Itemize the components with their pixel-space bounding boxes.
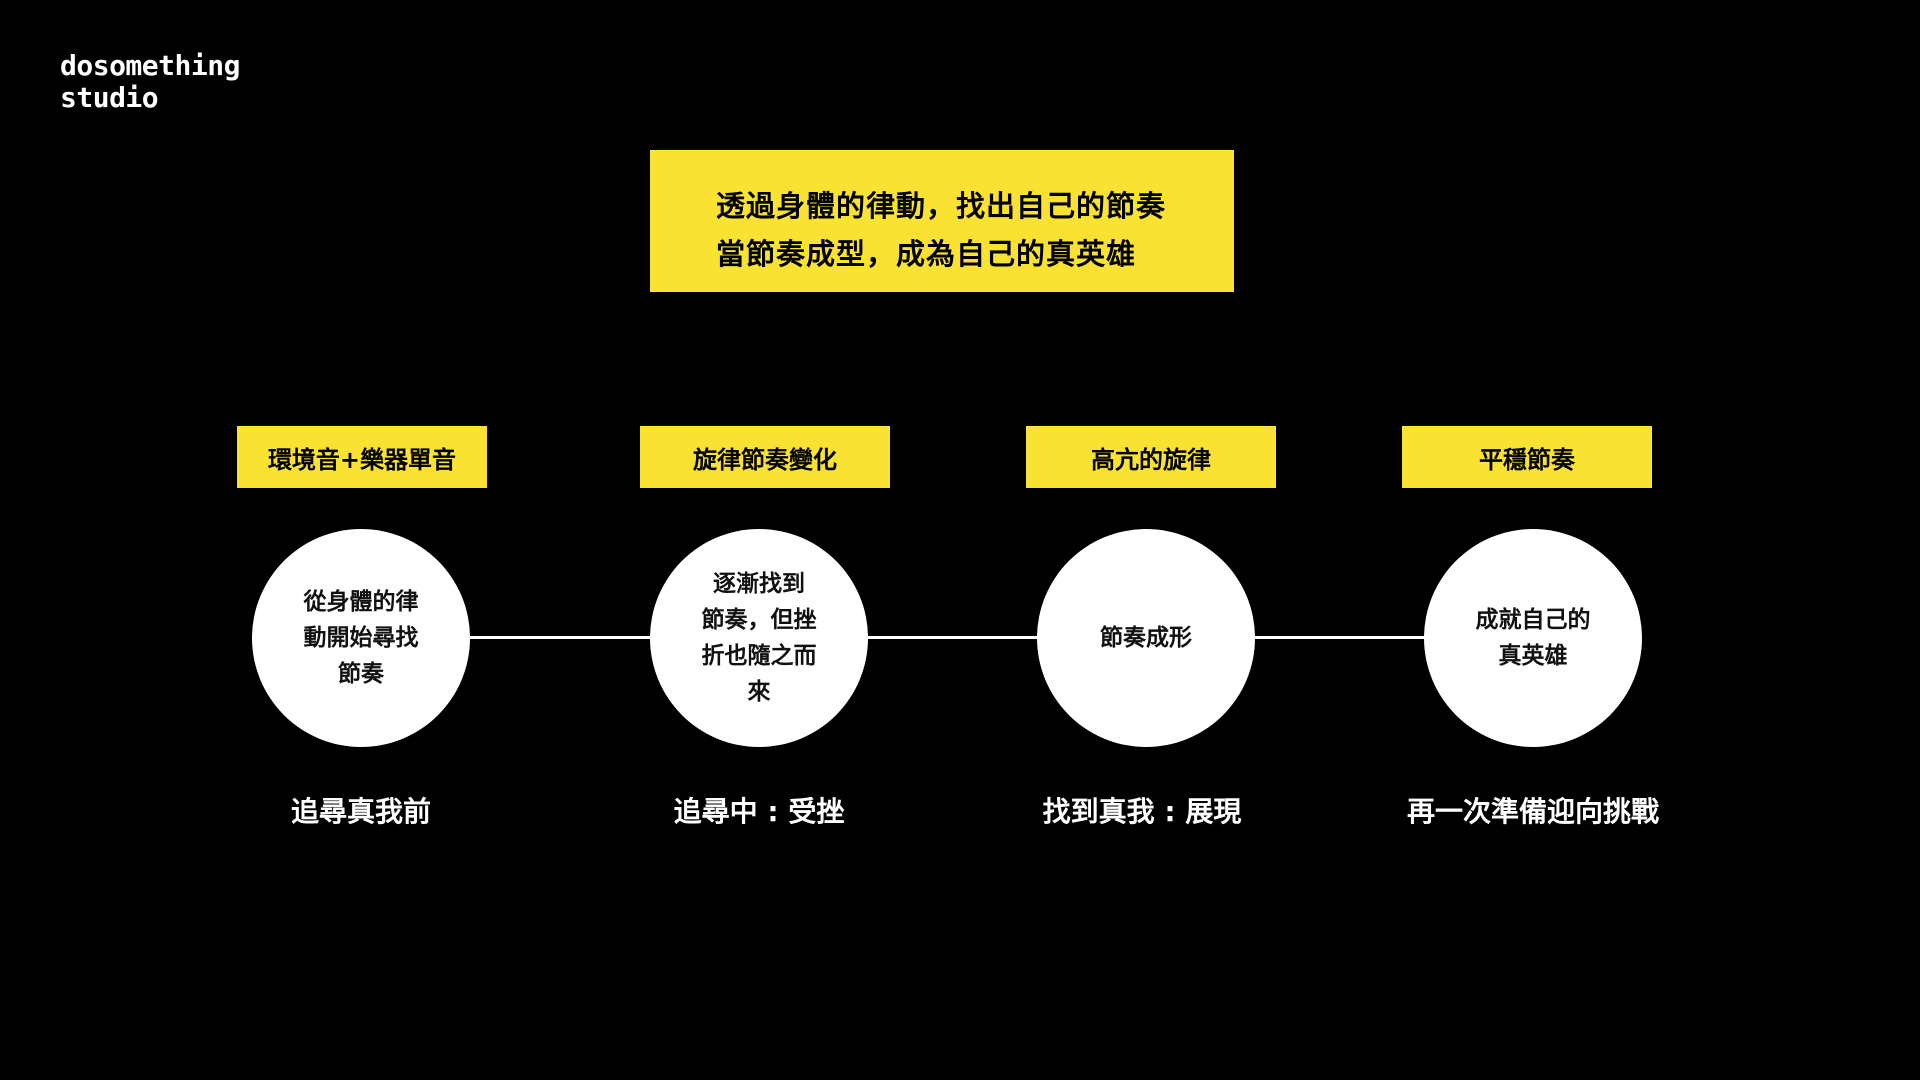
stage-4-circle-line: 真英雄 (1498, 643, 1568, 669)
stage-4-circle-line: 成就自己的 (1475, 607, 1591, 633)
stage-2-circle-line: 折也隨之而 (701, 643, 817, 669)
stage-3-circle-line: 節奏成形 (1100, 625, 1192, 651)
brand-logo-line-1: dosomething (60, 49, 240, 82)
stage-2-circle-line: 節奏，但挫 (701, 607, 817, 633)
stage-2-circle: 逐漸找到 節奏，但挫 折也隨之而 來 (650, 529, 868, 747)
stage-2-caption: 追尋中 : 受挫 (673, 795, 845, 828)
headline-line-1: 透過身體的律動，找出自己的節奏 (716, 189, 1167, 223)
brand-logo: dosomething studio (60, 50, 240, 114)
stage-1-caption: 追尋真我前 (290, 795, 431, 828)
stage-4-caption: 再一次準備迎向挑戰 (1406, 795, 1659, 828)
stage-1-circle-line: 從身體的律 (303, 589, 419, 615)
stage-2-circle-line: 逐漸找到 (713, 571, 805, 597)
stage-2-circle-text: 逐漸找到 節奏，但挫 折也隨之而 來 (702, 566, 817, 710)
stage-1-circle: 從身體的律 動開始尋找 節奏 (252, 529, 470, 747)
stage-4-tag: 平穩節奏 (1402, 426, 1652, 488)
headline-box: 透過身體的律動，找出自己的節奏 當節奏成型，成為自己的真英雄 (650, 150, 1234, 292)
stage-4-circle: 成就自己的 真英雄 (1424, 529, 1642, 747)
stage-1-circle-line: 動開始尋找 (303, 625, 419, 651)
timeline-connector-line (361, 636, 1533, 639)
stage-3-circle-text: 節奏成形 (1100, 620, 1192, 656)
stage-1-circle-text: 從身體的律 動開始尋找 節奏 (304, 584, 419, 692)
stage-3-caption: 找到真我 : 展現 (1042, 795, 1242, 828)
stage-1-circle-line: 節奏 (338, 661, 384, 687)
stage-2-tag: 旋律節奏變化 (640, 426, 890, 488)
stage-1-tag: 環境音+樂器單音 (237, 426, 487, 488)
headline-line-2: 當節奏成型，成為自己的真英雄 (716, 237, 1137, 271)
stage-4-circle-text: 成就自己的 真英雄 (1476, 602, 1591, 674)
brand-logo-line-2: studio (60, 81, 159, 114)
stage-3-circle: 節奏成形 (1037, 529, 1255, 747)
stage-3-tag: 高亢的旋律 (1026, 426, 1276, 488)
stage-2-circle-line: 來 (747, 679, 771, 705)
